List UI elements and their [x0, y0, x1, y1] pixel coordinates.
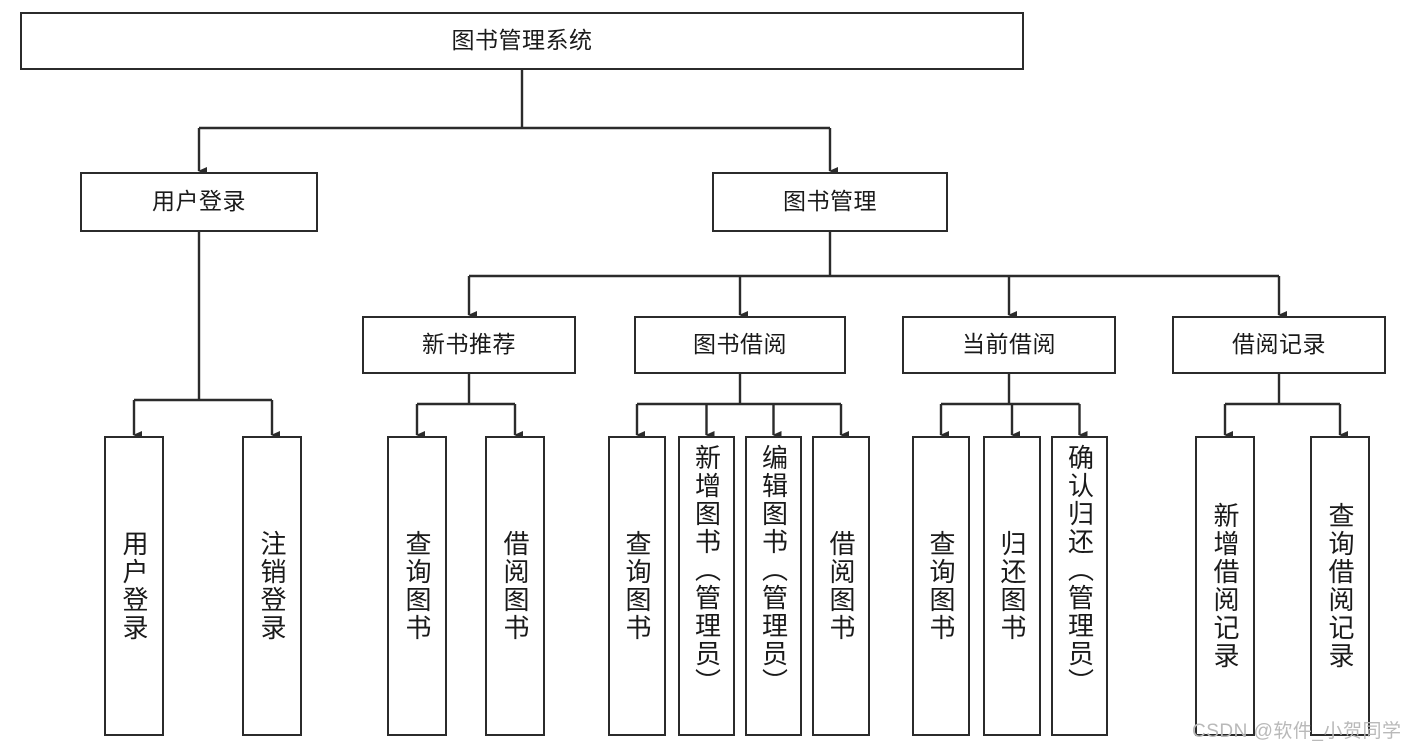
node-book-borrow[interactable]: 图书借阅	[634, 316, 846, 374]
node-current-borrow[interactable]: 当前借阅	[902, 316, 1116, 374]
node-label-leaf-user-login: 用户登录	[119, 530, 149, 642]
node-leaf-query-book-2[interactable]: 查询图书	[608, 436, 666, 736]
node-user-login[interactable]: 用户登录	[80, 172, 318, 232]
node-label-leaf-query-book-3: 查询图书	[926, 530, 956, 642]
node-label-leaf-add-record: 新增借阅记录	[1210, 502, 1240, 670]
node-leaf-logout[interactable]: 注销登录	[242, 436, 302, 736]
node-root[interactable]: 图书管理系统	[20, 12, 1024, 70]
node-label-leaf-query-book-2: 查询图书	[622, 530, 652, 642]
node-leaf-borrow-book-1[interactable]: 借阅图书	[485, 436, 545, 736]
node-leaf-user-login[interactable]: 用户登录	[104, 436, 164, 736]
node-leaf-return-book[interactable]: 归还图书	[983, 436, 1041, 736]
node-new-book-rec[interactable]: 新书推荐	[362, 316, 576, 374]
node-label-new-book-rec: 新书推荐	[422, 331, 516, 358]
node-leaf-query-record[interactable]: 查询借阅记录	[1310, 436, 1370, 736]
node-label-borrow-record: 借阅记录	[1232, 331, 1326, 358]
node-label-leaf-logout: 注销登录	[257, 530, 287, 642]
node-label-leaf-return-book: 归还图书	[997, 530, 1027, 642]
node-label-root: 图书管理系统	[451, 27, 593, 54]
edge-lines	[132, 70, 1348, 439]
node-book-manage[interactable]: 图书管理	[712, 172, 948, 232]
node-leaf-add-book[interactable]: 新增图书（管理员）	[678, 436, 735, 736]
node-label-current-borrow: 当前借阅	[962, 331, 1056, 358]
node-label-leaf-borrow-book-2: 借阅图书	[826, 530, 856, 642]
node-label-leaf-confirm-return: 确认归还（管理员）	[1064, 444, 1095, 696]
node-borrow-record[interactable]: 借阅记录	[1172, 316, 1386, 374]
node-leaf-query-book-3[interactable]: 查询图书	[912, 436, 970, 736]
node-leaf-confirm-return[interactable]: 确认归还（管理员）	[1051, 436, 1108, 736]
node-leaf-borrow-book-2[interactable]: 借阅图书	[812, 436, 870, 736]
node-label-user-login: 用户登录	[152, 188, 246, 215]
node-label-book-borrow: 图书借阅	[693, 331, 787, 358]
watermark-label: CSDN @软件_小贺同学	[1192, 721, 1402, 742]
node-label-leaf-borrow-book-1: 借阅图书	[500, 530, 530, 642]
node-label-leaf-query-record: 查询借阅记录	[1325, 502, 1355, 670]
node-label-leaf-add-book: 新增图书（管理员）	[691, 444, 722, 696]
node-label-leaf-query-book-1: 查询图书	[402, 530, 432, 642]
node-leaf-query-book-1[interactable]: 查询图书	[387, 436, 447, 736]
node-leaf-edit-book[interactable]: 编辑图书（管理员）	[745, 436, 802, 736]
node-label-book-manage: 图书管理	[783, 188, 877, 215]
node-label-leaf-edit-book: 编辑图书（管理员）	[758, 444, 789, 696]
node-leaf-add-record[interactable]: 新增借阅记录	[1195, 436, 1255, 736]
